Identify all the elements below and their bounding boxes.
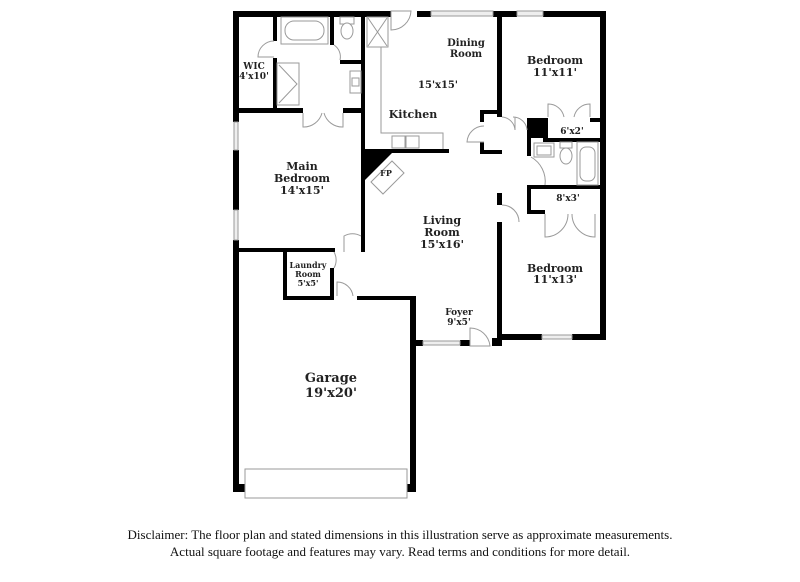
bedroom-bottom-label: Bedroom	[527, 262, 583, 275]
room-labels: WIC 4'x10' Dining Room 15'x15' Kitchen B…	[239, 38, 584, 401]
fixtures	[244, 16, 599, 499]
floor-plan: WIC 4'x10' Dining Room 15'x15' Kitchen B…	[233, 10, 606, 499]
disclaimer: Disclaimer: The floor plan and stated di…	[0, 526, 800, 560]
windows	[233, 10, 573, 346]
laundry-label-1: Laundry	[290, 260, 327, 270]
living-label-1: Living	[423, 214, 461, 227]
fireplace-label: FP	[380, 168, 392, 178]
bedroom-top-dims: 11'x11'	[533, 66, 577, 79]
exterior-walls	[233, 11, 606, 492]
main-bedroom-label-1: Main	[286, 160, 317, 173]
garage-dims: 19'x20'	[305, 386, 357, 401]
dining-label-1: Dining	[447, 38, 485, 49]
bedroom-bottom-dims: 11'x13'	[533, 273, 577, 286]
foyer-label: Foyer	[445, 308, 473, 318]
closet-mid-dims: 8'x3'	[556, 194, 579, 204]
disclaimer-line-1: Disclaimer: The floor plan and stated di…	[127, 527, 673, 542]
laundry-label-2: Room	[295, 269, 321, 279]
kitchen-label: Kitchen	[389, 108, 438, 121]
closet-top-dims: 6'x2'	[560, 127, 583, 137]
main-bedroom-dims: 14'x15'	[280, 184, 324, 197]
disclaimer-line-2: Actual square footage and features may v…	[169, 544, 631, 559]
doors	[257, 10, 596, 347]
living-label-2: Room	[424, 226, 460, 239]
laundry-dims: 5'x5'	[298, 278, 319, 288]
interior-walls	[233, 11, 603, 342]
main-bedroom-label-2: Bedroom	[274, 172, 330, 185]
living-dims: 15'x16'	[420, 238, 464, 251]
dining-label-2: Room	[450, 49, 483, 60]
kitchen-dining-dims: 15'x15'	[418, 80, 458, 91]
bedroom-top-label: Bedroom	[527, 54, 583, 67]
garage-label: Garage	[305, 371, 357, 386]
foyer-dims: 9'x5'	[447, 318, 470, 328]
wic-label: WIC	[242, 62, 264, 72]
wic-dims: 4'x10'	[239, 72, 269, 82]
